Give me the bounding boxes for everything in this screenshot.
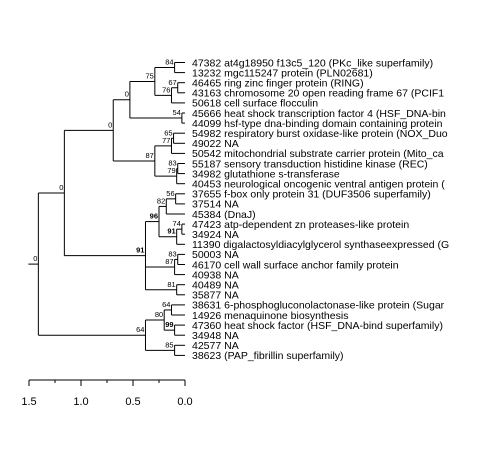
leaf-label: 13232 mgc115247 protein (PLN02681) xyxy=(192,67,373,79)
axis-tick-label: 0.5 xyxy=(125,396,140,408)
leaf-label: 34948 NA xyxy=(192,330,239,342)
leaf-label: 50542 mitochondrial substrate carrier pr… xyxy=(192,148,444,160)
support-value-label: 0 xyxy=(125,90,129,99)
leaf-label: 46170 cell wall surface anchor family pr… xyxy=(192,259,399,271)
support-value-label: 83 xyxy=(168,159,176,168)
support-value-label: 99 xyxy=(165,320,173,329)
bootstrap-labels: 8467767554065778379870568274919683878191… xyxy=(33,58,181,350)
leaf-label: 37514 NA xyxy=(192,199,239,211)
leaf-label: 47423 atp-dependent zn proteases-like pr… xyxy=(192,219,409,231)
support-value-label: 65 xyxy=(164,128,172,137)
support-value-label: 79 xyxy=(167,166,175,175)
leaf-label: 50618 cell surface flocculin xyxy=(192,98,318,110)
height-axis: 1.5 1.0 0.5 0.0 xyxy=(21,379,193,408)
axis-tick-label: 1.0 xyxy=(73,396,88,408)
leaf-label: 42577 NA xyxy=(192,340,239,352)
axis-tick-label: 0.0 xyxy=(177,396,192,408)
support-value-label: 84 xyxy=(165,58,173,67)
leaf-label: 35877 NA xyxy=(192,290,239,302)
support-value-label: 67 xyxy=(168,78,176,87)
leaf-label: 40453 neurological oncogenic ventral ant… xyxy=(192,179,445,191)
support-value-label: 96 xyxy=(150,212,158,221)
leaf-label: 47382 at4g18950 f13c5_120 (PKc_like supe… xyxy=(192,57,433,69)
support-value-label: 77 xyxy=(162,136,170,145)
tree-branches xyxy=(28,62,185,356)
support-value-label: 54 xyxy=(173,108,181,117)
support-value-label: 91 xyxy=(136,246,144,255)
leaf-label: 45666 heat shock transcription factor 4 … xyxy=(192,108,446,120)
leaf-label: 38631 6-phosphogluconolactonase-like pro… xyxy=(192,300,445,312)
leaf-label: 34982 glutathione s-transferase xyxy=(192,168,340,180)
leaf-label: 46465 ring zinc finger protein (RING) xyxy=(192,78,364,90)
support-value-label: 80 xyxy=(155,310,163,319)
support-value-label: 0 xyxy=(33,254,37,263)
support-value-label: 64 xyxy=(162,300,170,309)
leaf-label: 14926 menaquinone biosynthesis xyxy=(192,310,348,322)
leaf-label: 43163 chromosome 20 open reading frame 6… xyxy=(192,88,444,100)
support-value-label: 76 xyxy=(162,85,170,94)
leaf-label: 47360 heat shock factor (HSF_DNA-bind su… xyxy=(192,320,443,332)
leaf-label: 34924 NA xyxy=(192,229,239,241)
leaf-label: 54982 respiratory burst oxidase-like pro… xyxy=(192,128,448,140)
support-value-label: 0 xyxy=(59,183,63,192)
leaf-label: 37655 f-box only protein 31 (DUF3506 sup… xyxy=(192,189,431,201)
support-value-label: 87 xyxy=(165,257,173,266)
leaf-label: 44099 hsf-type dna-binding domain contai… xyxy=(192,118,443,130)
leaf-label: 11390 digalactosyldiacylglycerol synthas… xyxy=(192,239,449,251)
support-value-label: 56 xyxy=(166,189,174,198)
support-value-label: 81 xyxy=(167,280,175,289)
support-value-label: 74 xyxy=(173,219,181,228)
leaf-label: 38623 (PAP_fibrillin superfamily) xyxy=(192,350,344,362)
leaf-label: 45384 (DnaJ) xyxy=(192,209,256,221)
leaf-label: 40938 NA xyxy=(192,269,239,281)
support-value-label: 87 xyxy=(145,151,153,160)
leaf-label: 40489 NA xyxy=(192,280,239,292)
axis-tick-label: 1.5 xyxy=(21,396,36,408)
support-value-label: 0 xyxy=(108,120,112,129)
support-value-label: 82 xyxy=(157,196,165,205)
support-value-label: 85 xyxy=(165,340,173,349)
leaf-labels: 47382 at4g18950 f13c5_120 (PKc_like supe… xyxy=(192,57,449,362)
support-value-label: 64 xyxy=(136,325,144,334)
support-value-label: 75 xyxy=(145,71,153,80)
leaf-label: 50003 NA xyxy=(192,249,239,261)
support-value-label: 91 xyxy=(167,227,175,236)
leaf-label: 49022 NA xyxy=(192,138,239,150)
support-value-label: 83 xyxy=(168,249,176,258)
leaf-label: 55187 sensory transduction histidine kin… xyxy=(192,158,428,170)
